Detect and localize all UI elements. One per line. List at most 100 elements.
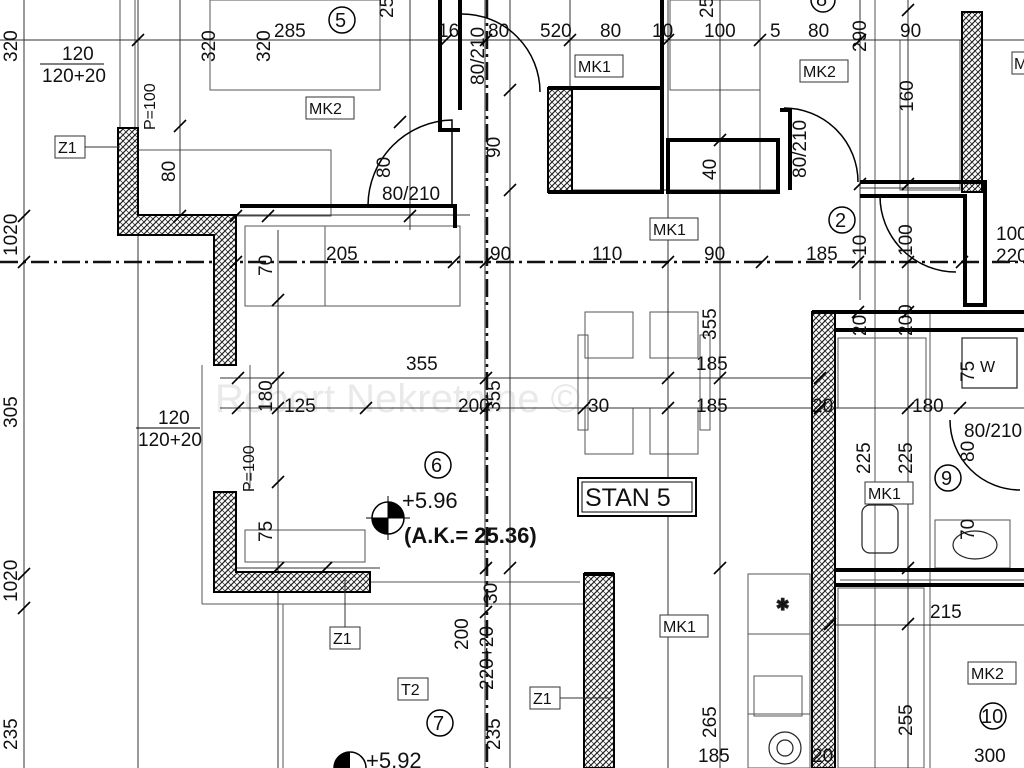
dim-70-b: 70 (958, 519, 979, 540)
dim-265: 265 (700, 706, 721, 738)
doors (367, 13, 1021, 491)
room-number-2: 2 (835, 210, 846, 232)
dim-70-a: 70 (256, 255, 277, 276)
dim-215: 215 (930, 602, 962, 623)
dim-80-a: 80 (488, 21, 509, 42)
dim-235-b: 235 (484, 718, 505, 750)
dim-160: 160 (897, 80, 918, 112)
dim-305: 305 (1, 396, 22, 428)
tag-frames (54, 51, 1024, 710)
dim-355-a: 355 (406, 354, 438, 375)
dim-30-b: 30 (481, 583, 502, 604)
tag-t2: T2 (401, 682, 420, 699)
room-number-9: 9 (941, 468, 952, 490)
level-absolute: (A.K.= 25.36) (404, 523, 537, 548)
dimension-texts: 285 16 80 520 80 10 100 5 80 90 205 90 1… (274, 21, 1024, 767)
dim-75-b: 75 (256, 521, 277, 542)
tag-partial: M (1014, 56, 1024, 73)
dim-320-a: 320 (1, 30, 22, 62)
level-terrace: +5.92 (366, 748, 422, 768)
wall-bathroom (811, 311, 836, 768)
dim-320-b: 320 (199, 30, 220, 62)
door-size-2: 80/210 (964, 421, 1022, 442)
dim-80-f: 80 (958, 441, 979, 462)
dim-40: 40 (700, 159, 721, 180)
door-swing-2 (461, 13, 541, 93)
dim-520: 520 (540, 21, 572, 42)
dim-90-c: 90 (704, 244, 725, 265)
window-width-b: 120 (158, 408, 190, 429)
dim-185-d: 185 (698, 746, 730, 767)
wall-west-upper (117, 127, 237, 366)
dim-25: 25 (377, 0, 398, 18)
dim-1020-b: 1020 (1, 560, 22, 602)
dim-80-e: 80 (374, 157, 395, 178)
dim-235-a: 235 (1, 718, 22, 750)
dim-220-20: 220+20 (477, 626, 498, 690)
wall-shaft (547, 87, 573, 193)
tag-mk1-c: MK1 (868, 486, 901, 503)
washer-box (961, 337, 1018, 389)
window-width-a: 120 (62, 44, 94, 65)
sink-icon (952, 530, 998, 560)
dim-100-b: 100 (996, 224, 1024, 245)
dim-185-c: 185 (696, 396, 728, 417)
dimension-ticks (17, 3, 969, 631)
dim-185-b: 185 (696, 354, 728, 375)
room-number-8: 8 (816, 0, 827, 11)
dim-75-a: 75 (958, 361, 979, 382)
watermark: Robert Nekretnine © (215, 377, 580, 421)
dim-100-a: 100 (704, 21, 736, 42)
wall-outlines (240, 0, 1024, 587)
dim-200-b: 200 (896, 304, 917, 336)
tag-leaders (85, 146, 610, 699)
dim-16: 16 (438, 21, 459, 42)
door-size-4: 80/210 (790, 120, 811, 178)
tag-mk2-a: MK2 (803, 64, 836, 81)
dim-10-b: 10 (850, 235, 871, 256)
dim-180-a: 180 (912, 396, 944, 417)
dimension-texts-vertical: 320 320 320 25 25 290 160 80 80 90 40 10… (1, 0, 979, 750)
door-swing-4 (879, 195, 957, 273)
dim-80-b: 80 (600, 21, 621, 42)
dim-110: 110 (592, 244, 622, 265)
window-height-a: 120+20 (42, 66, 106, 87)
dim-255: 255 (896, 704, 917, 736)
dim-90-b: 90 (490, 244, 511, 265)
apartment-label-frame (577, 477, 697, 517)
dim-180-b: 180 (256, 380, 277, 412)
dim-5: 5 (770, 21, 781, 42)
apartment-label: STAN 5 (585, 484, 671, 512)
window-height-b: 120+20 (138, 430, 202, 451)
dim-200-c: 200 (452, 618, 473, 650)
dim-20-b: 20 (812, 746, 833, 767)
wall-east (961, 11, 983, 193)
fixtures: ✱ (768, 337, 1018, 765)
dim-185-a: 185 (806, 244, 838, 265)
dim-125: 125 (284, 396, 316, 417)
room-number-6: 6 (431, 455, 442, 477)
level-symbols (333, 496, 410, 768)
tag-z1-a: Z1 (58, 140, 77, 157)
room-number-5: 5 (335, 10, 346, 32)
dim-205: 205 (326, 244, 358, 265)
dim-90-a: 90 (900, 21, 921, 42)
wall-west-lower (213, 491, 371, 593)
door-size-3: 80/210 (468, 27, 489, 85)
dim-30-a: 30 (588, 396, 609, 417)
dim-10: 10 (652, 21, 673, 42)
room-number-7: 7 (433, 713, 444, 735)
door-swing-3 (783, 107, 859, 183)
room-circles (328, 0, 1007, 737)
door-size-1: 80/210 (382, 184, 440, 205)
walls (117, 11, 983, 768)
fan-icon: ✱ (776, 597, 789, 614)
level-main: +5.96 (402, 488, 458, 513)
dim-355-b: 355 (700, 308, 721, 340)
dim-285: 285 (274, 21, 306, 42)
toilet-icon (861, 504, 899, 554)
dim-300: 300 (974, 746, 1006, 767)
dim-290: 290 (850, 20, 871, 52)
tag-z1-c: Z1 (533, 691, 552, 708)
